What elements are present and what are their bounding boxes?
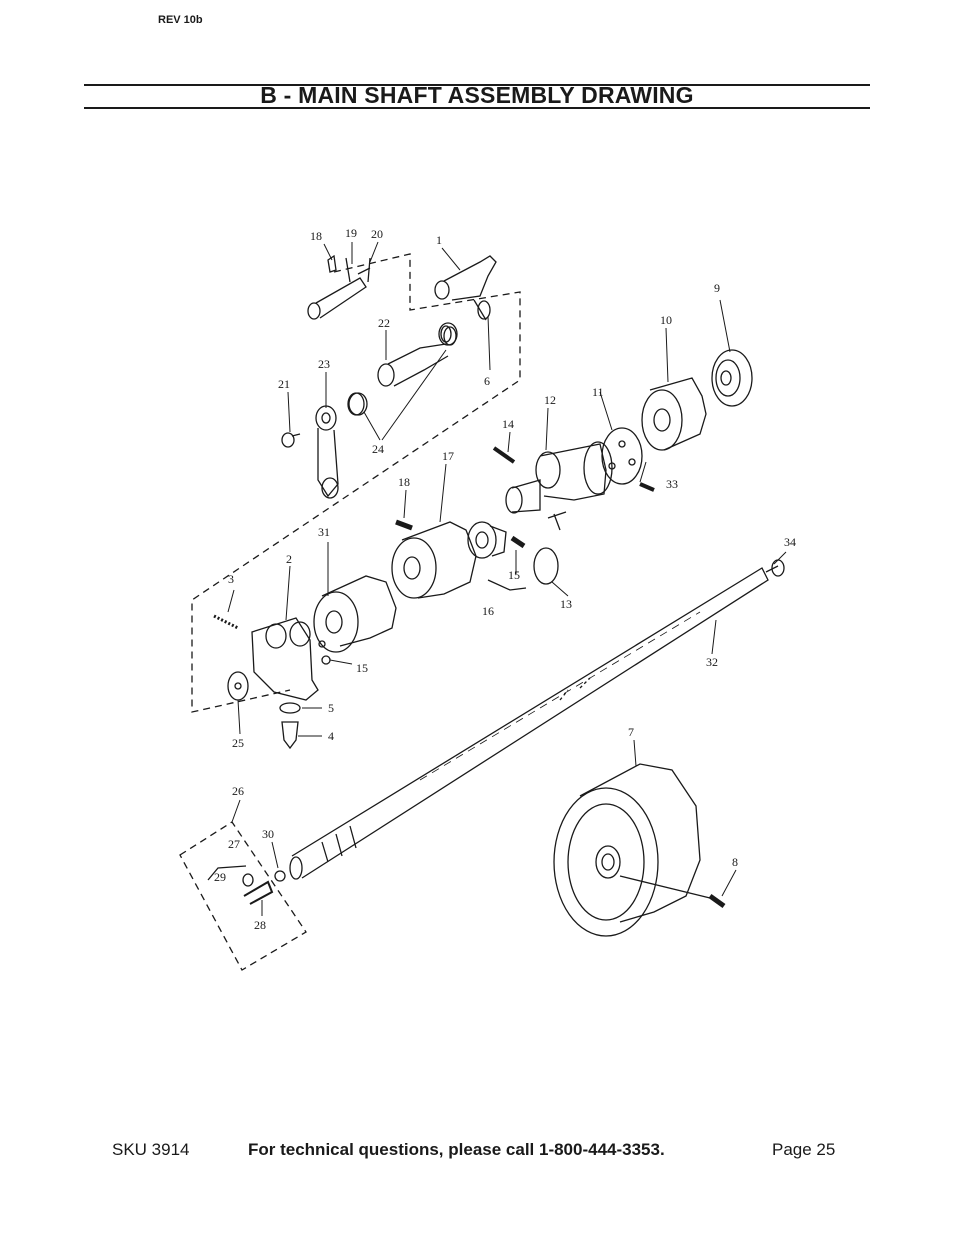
label-22: 22 bbox=[378, 316, 390, 330]
part-retaining-ring-13 bbox=[533, 547, 559, 585]
label-31: 31 bbox=[318, 525, 330, 539]
part-screw-33 bbox=[639, 482, 655, 492]
part-clamp-1 bbox=[434, 255, 497, 321]
part-drum-31 bbox=[313, 575, 397, 653]
label-14: 14 bbox=[502, 417, 514, 431]
part-screw-small bbox=[547, 511, 567, 531]
leader-16 bbox=[487, 579, 527, 591]
label-15b: 15 bbox=[356, 661, 368, 675]
label-13: 13 bbox=[560, 597, 572, 611]
title-rule-top bbox=[84, 84, 870, 86]
footer-page-number: Page 25 bbox=[772, 1140, 836, 1159]
part-screw-4 bbox=[281, 721, 299, 750]
label-20: 20 bbox=[371, 227, 383, 241]
part-labels: 18 19 20 1 22 23 21 6 24 12 11 10 9 14 1… bbox=[214, 226, 796, 932]
label-9: 9 bbox=[714, 281, 720, 295]
label-29: 29 bbox=[214, 870, 226, 884]
part-21 bbox=[281, 432, 301, 448]
label-5: 5 bbox=[328, 701, 334, 715]
label-34: 34 bbox=[784, 535, 796, 549]
label-18b: 18 bbox=[398, 475, 410, 489]
part-connecting-rod-23 bbox=[315, 392, 365, 499]
label-1: 1 bbox=[436, 233, 442, 247]
part-group-26 bbox=[207, 865, 286, 905]
title-rule-bottom bbox=[84, 107, 870, 109]
label-15a: 15 bbox=[508, 568, 520, 582]
part-needle-bearing-24 bbox=[348, 322, 458, 416]
part-spring-3 bbox=[213, 614, 239, 630]
part-main-shaft-32 bbox=[289, 567, 769, 880]
part-pin-assembly bbox=[307, 254, 371, 320]
label-4: 4 bbox=[328, 729, 334, 743]
label-2: 2 bbox=[286, 552, 292, 566]
part-bearing-9 bbox=[711, 349, 753, 407]
label-10: 10 bbox=[660, 313, 672, 327]
label-6: 6 bbox=[484, 374, 490, 388]
part-setscrew-15 bbox=[510, 535, 526, 549]
footer-sku: SKU 3914 bbox=[112, 1140, 190, 1159]
leader-lines bbox=[227, 241, 787, 916]
label-27: 27 bbox=[228, 837, 240, 851]
label-8: 8 bbox=[732, 855, 738, 869]
part-bracket-2 bbox=[251, 617, 326, 701]
label-21: 21 bbox=[278, 377, 290, 391]
label-19: 19 bbox=[345, 226, 357, 240]
part-shaft-22 bbox=[377, 325, 457, 387]
part-drum-17 bbox=[391, 521, 477, 599]
part-pulley-7 bbox=[553, 763, 711, 937]
part-stepped-pulley-12 bbox=[505, 441, 613, 514]
part-plate-11 bbox=[601, 427, 643, 485]
label-12: 12 bbox=[544, 393, 556, 407]
label-18a: 18 bbox=[310, 229, 322, 243]
dashed-group-26 bbox=[179, 821, 307, 971]
part-setscrew-8 bbox=[708, 893, 726, 909]
label-23: 23 bbox=[318, 357, 330, 371]
label-26: 26 bbox=[232, 784, 244, 798]
label-30: 30 bbox=[262, 827, 274, 841]
part-collar-16 bbox=[467, 521, 507, 559]
label-17: 17 bbox=[442, 449, 454, 463]
label-24: 24 bbox=[372, 442, 384, 456]
part-ring-5 bbox=[279, 702, 301, 714]
part-screw-14 bbox=[492, 446, 516, 464]
part-setscrew-15b bbox=[321, 655, 331, 665]
label-32: 32 bbox=[706, 655, 718, 669]
part-tab-25 bbox=[227, 671, 249, 701]
label-11: 11 bbox=[592, 385, 604, 399]
label-7: 7 bbox=[628, 725, 634, 739]
label-25: 25 bbox=[232, 736, 244, 750]
page-title: B - MAIN SHAFT ASSEMBLY DRAWING bbox=[260, 82, 694, 108]
footer-technical-note: For technical questions, please call 1-8… bbox=[248, 1140, 665, 1159]
part-setscrew-18 bbox=[395, 519, 413, 531]
label-3: 3 bbox=[228, 572, 234, 586]
label-33: 33 bbox=[666, 477, 678, 491]
label-28: 28 bbox=[254, 918, 266, 932]
label-16: 16 bbox=[482, 604, 494, 618]
part-drum-10 bbox=[641, 377, 707, 451]
dashed-group-outline bbox=[191, 253, 521, 713]
revision-label: REV 10b bbox=[158, 14, 203, 26]
